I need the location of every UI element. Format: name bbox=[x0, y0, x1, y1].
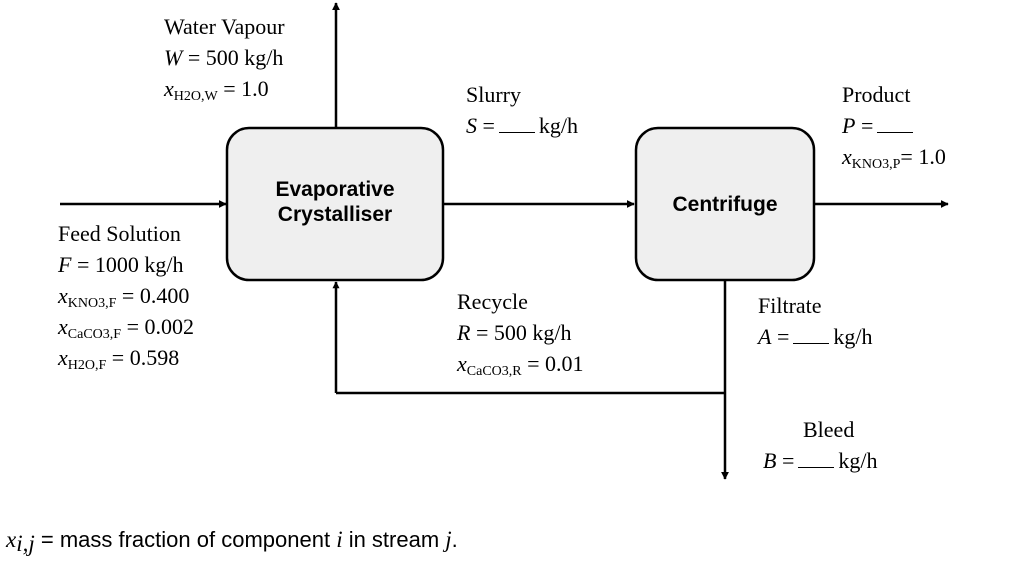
water-vapour-name: Water Vapour bbox=[164, 14, 285, 39]
recycle-comp-symbol: x bbox=[457, 351, 467, 376]
bleed-blank bbox=[798, 449, 835, 468]
water-vapour-flow: 500 bbox=[205, 45, 239, 70]
notation-text-3: . bbox=[451, 527, 458, 552]
centrifuge-label: Centrifuge bbox=[636, 192, 814, 217]
water-vapour-symbol: W bbox=[164, 45, 183, 70]
filtrate-unit: kg/h bbox=[833, 324, 873, 349]
recycle-symbol: R bbox=[457, 320, 471, 345]
feed-comp-symbol: x bbox=[58, 283, 68, 308]
centrifuge-box bbox=[634, 126, 816, 282]
water-vapour-comp-value: 1.0 bbox=[241, 76, 269, 101]
notation-text-1: = mass fraction of component bbox=[34, 527, 337, 552]
feed-h2o-subscript: H2O,F bbox=[67, 358, 107, 373]
feed-comp-symbol: x bbox=[58, 314, 68, 339]
notation-j: j bbox=[445, 527, 452, 552]
bleed-name: Bleed bbox=[803, 417, 855, 442]
evaporative-crystalliser-label: Evaporative Crystalliser bbox=[227, 177, 443, 227]
product-blank bbox=[877, 114, 914, 133]
notation-footnote: xi,j = mass fraction of component i in s… bbox=[6, 527, 458, 556]
product-comp-subscript: KNO3,P bbox=[851, 157, 901, 172]
slurry-blank bbox=[498, 114, 535, 133]
notation-subscript: i,j bbox=[16, 531, 35, 556]
water-vapour-comp-symbol: x bbox=[164, 76, 174, 101]
water-vapour-stream-label: Water Vapour W = 500 kg/h xH2O,W = 1.0 bbox=[164, 11, 285, 104]
slurry-name: Slurry bbox=[466, 82, 521, 107]
notation-text-2: in stream bbox=[342, 527, 446, 552]
feed-caco3-subscript: CaCO3,F bbox=[67, 327, 122, 342]
feed-kno3-value: 0.400 bbox=[139, 283, 190, 308]
evaporator-label-line2: Crystalliser bbox=[277, 203, 393, 226]
feed-kno3-subscript: KNO3,F bbox=[67, 296, 117, 311]
slurry-unit: kg/h bbox=[538, 113, 579, 138]
product-comp-value: 1.0 bbox=[918, 144, 946, 169]
feed-flow: 1000 bbox=[94, 252, 139, 277]
evaporative-crystalliser-box bbox=[225, 126, 445, 282]
product-symbol: P bbox=[842, 113, 856, 138]
slurry-symbol: S bbox=[466, 113, 477, 138]
product-stream-label: Product P = xKNO3,P= 1.0 bbox=[842, 79, 946, 172]
centrifuge-label-text: Centrifuge bbox=[672, 193, 778, 216]
recycle-unit: kg/h bbox=[532, 320, 572, 345]
recycle-name: Recycle bbox=[457, 289, 528, 314]
filtrate-symbol: A bbox=[758, 324, 772, 349]
filtrate-stream-label: Filtrate A =kg/h bbox=[758, 290, 873, 352]
feed-name: Feed Solution bbox=[58, 221, 181, 246]
notation-symbol: x bbox=[6, 527, 17, 552]
feed-stream-label: Feed Solution F = 1000 kg/h xKNO3,F = 0.… bbox=[58, 218, 194, 373]
notation-i: i bbox=[336, 527, 343, 552]
product-name: Product bbox=[842, 82, 911, 107]
water-vapour-comp-subscript: H2O,W bbox=[173, 89, 218, 104]
evaporator-label-line1: Evaporative bbox=[275, 178, 395, 201]
bleed-symbol: B bbox=[763, 448, 777, 473]
feed-unit: kg/h bbox=[144, 252, 184, 277]
recycle-comp-value: 0.01 bbox=[545, 351, 584, 376]
slurry-stream-label: Slurry S =kg/h bbox=[466, 79, 578, 141]
recycle-stream-label: Recycle R = 500 kg/h xCaCO3,R = 0.01 bbox=[457, 286, 584, 379]
feed-symbol: F bbox=[58, 252, 72, 277]
feed-comp-symbol: x bbox=[58, 345, 68, 370]
feed-caco3-value: 0.002 bbox=[144, 314, 194, 339]
bleed-stream-label: Bleed B =kg/h bbox=[763, 414, 878, 476]
filtrate-name: Filtrate bbox=[758, 293, 822, 318]
recycle-flow: 500 bbox=[493, 320, 527, 345]
feed-h2o-value: 0.598 bbox=[129, 345, 180, 370]
recycle-comp-subscript: CaCO3,R bbox=[466, 364, 522, 379]
bleed-unit: kg/h bbox=[838, 448, 878, 473]
filtrate-blank bbox=[793, 325, 830, 344]
water-vapour-unit: kg/h bbox=[244, 45, 284, 70]
product-comp-symbol: x bbox=[842, 144, 852, 169]
